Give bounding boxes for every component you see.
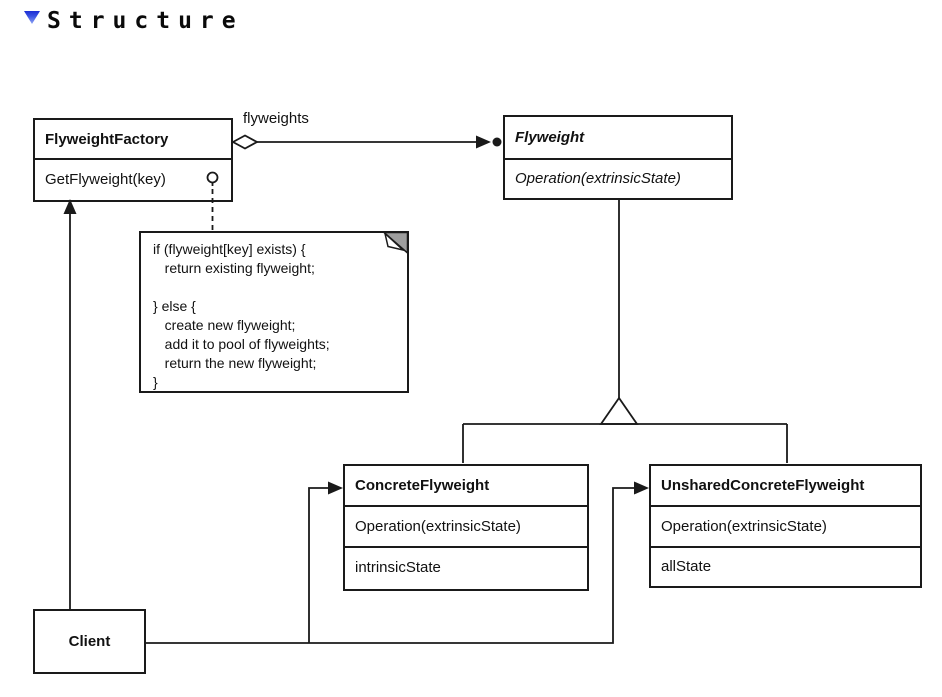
client-concrete-line (308, 487, 329, 643)
section-title: Structure (47, 8, 244, 34)
arrowhead-right-icon (476, 135, 491, 149)
note-line: create new flyweight; (153, 317, 296, 333)
association-label: flyweights (243, 110, 309, 127)
class-box-client: Client (33, 609, 146, 674)
note-line: add it to pool of flyweights; (153, 336, 330, 352)
class-name: ConcreteFlyweight (355, 477, 490, 494)
class-name: Flyweight (515, 129, 585, 146)
aggregation-diamond-icon (231, 134, 259, 150)
note-line (153, 278, 407, 297)
note-line: } (153, 374, 158, 390)
class-box-flyweight: Flyweight Operation(extrinsicState) (503, 115, 733, 200)
pseudocode-note: if (flyweight[key] exists) { return exis… (139, 231, 409, 393)
class-name: UnsharedConcreteFlyweight (661, 477, 865, 494)
note-line: return existing flyweight; (153, 260, 315, 276)
class-name: Client (68, 633, 111, 650)
note-line: } else { (153, 298, 196, 314)
inheritance-triangle-icon (599, 396, 639, 425)
class-box-unshared-concrete-flyweight: UnsharedConcreteFlyweight Operation(extr… (649, 464, 922, 588)
arrowhead-right-icon (634, 481, 649, 495)
arrowhead-right-icon (328, 481, 343, 495)
class-box-flyweight-factory: FlyweightFactory GetFlyweight(key) (33, 118, 233, 202)
note-line: return the new flyweight; (153, 355, 317, 371)
class-method: Operation(extrinsicState) (345, 505, 587, 546)
class-method: GetFlyweight(key) (35, 158, 231, 198)
section-heading: Structure (24, 6, 244, 36)
class-method: Operation(extrinsicState) (651, 505, 920, 546)
class-name: FlyweightFactory (45, 130, 169, 148)
class-attribute: intrinsicState (345, 546, 587, 587)
class-box-concrete-flyweight: ConcreteFlyweight Operation(extrinsicSta… (343, 464, 589, 591)
class-method: Operation(extrinsicState) (505, 158, 731, 196)
collapse-triangle-icon[interactable] (24, 11, 40, 24)
note-line: if (flyweight[key] exists) { (153, 241, 306, 257)
multiplicity-many-dot-icon (492, 137, 502, 147)
class-attribute: allState (651, 546, 920, 585)
